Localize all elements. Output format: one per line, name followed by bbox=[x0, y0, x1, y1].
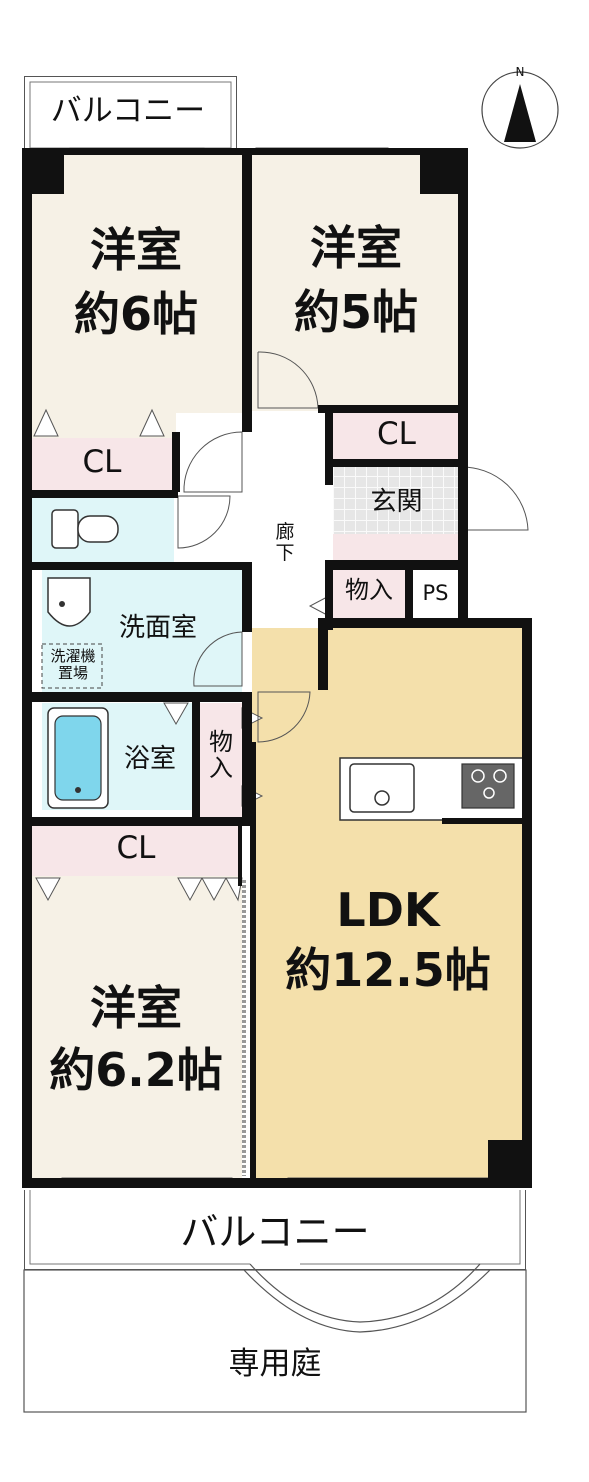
bathtub-icon bbox=[54, 715, 102, 801]
entrance-label: 玄関 bbox=[370, 487, 423, 517]
western-room-3-size: 約6.2帖 bbox=[49, 1043, 223, 1097]
wall-outer-right-lower bbox=[522, 618, 532, 1188]
toilet-icon bbox=[51, 509, 79, 549]
compass-icon bbox=[481, 71, 559, 149]
wall-outer-right-upper bbox=[458, 148, 468, 620]
storage-2-label: 物 入 bbox=[209, 728, 233, 782]
wall-kitchen-stub bbox=[442, 818, 524, 824]
compass-north-label: N bbox=[515, 65, 525, 79]
wall-room3-right bbox=[238, 826, 242, 886]
closet-1-label: CL bbox=[82, 444, 122, 480]
wall-column-tl bbox=[22, 148, 64, 194]
closet-1 bbox=[30, 438, 174, 490]
bathroom-label: 浴室 bbox=[123, 744, 176, 774]
wall-cl3-top bbox=[22, 817, 252, 826]
ps-label: PS bbox=[422, 581, 449, 605]
wall-outer-bottom bbox=[22, 1178, 532, 1188]
wall-column-tr bbox=[420, 148, 468, 194]
western-room-1 bbox=[30, 153, 242, 438]
wall-ldk-left bbox=[250, 742, 256, 1182]
garden-label: 専用庭 bbox=[228, 1346, 322, 1382]
wall-entrance-top bbox=[325, 459, 468, 467]
washbasin-icon bbox=[47, 577, 91, 627]
wall-room12-divider bbox=[242, 148, 252, 432]
western-room-2-name: 洋室 bbox=[310, 221, 402, 275]
closet-3 bbox=[30, 826, 242, 876]
ldk-size: 約12.5帖 bbox=[285, 943, 491, 997]
closet-3-label: CL bbox=[116, 830, 156, 866]
sink-icon bbox=[349, 763, 415, 813]
wall-ldk-top bbox=[405, 618, 532, 628]
corridor-label: 廊 下 bbox=[275, 521, 295, 564]
western-room-3 bbox=[30, 876, 242, 1178]
wall-outer-left bbox=[22, 148, 32, 1188]
washroom-label: 洗面室 bbox=[118, 613, 197, 643]
wall-entrance-bottom bbox=[325, 560, 468, 570]
storage-1-label: 物入 bbox=[345, 576, 393, 604]
storage-1-floor bbox=[333, 570, 405, 620]
western-room-3-name: 洋室 bbox=[90, 981, 182, 1035]
balcony-top-label: バルコニー bbox=[50, 93, 206, 129]
ldk-floor bbox=[252, 628, 524, 1178]
wall-storage2-right bbox=[242, 692, 252, 822]
western-room-1-name: 洋室 bbox=[90, 223, 182, 277]
washer-label: 洗濯機 置場 bbox=[50, 647, 96, 683]
wall-corridor-right-lower bbox=[318, 620, 328, 690]
closet-2-label: CL bbox=[377, 416, 416, 452]
wall-storage1-bottom bbox=[318, 618, 413, 628]
storage-2-floor bbox=[200, 703, 242, 817]
wall-washroom-bottom bbox=[32, 692, 252, 702]
balcony-bottom-label: バルコニー bbox=[180, 1210, 370, 1254]
wall-washroom-right bbox=[242, 562, 252, 632]
stove-icon bbox=[461, 763, 515, 809]
wall-corridor-right bbox=[325, 405, 333, 485]
balcony-top bbox=[24, 76, 237, 148]
wall-storage1-right bbox=[405, 560, 413, 628]
closet-2 bbox=[333, 413, 460, 459]
wall-cl1-right bbox=[172, 432, 180, 492]
entrance-step bbox=[333, 534, 460, 560]
western-room-2 bbox=[252, 153, 460, 411]
wall-cl1-bottom bbox=[22, 490, 178, 498]
wall-column-br bbox=[488, 1140, 532, 1188]
wall-bath-right bbox=[192, 700, 200, 820]
wall-toilet-bottom bbox=[22, 562, 250, 570]
western-room-1-size: 約6帖 bbox=[73, 287, 198, 341]
western-room-2-size: 約5帖 bbox=[293, 285, 418, 339]
ldk-name: LDK bbox=[336, 883, 440, 937]
wall-room2-bottom bbox=[318, 405, 468, 413]
wall-storage1-left bbox=[325, 560, 333, 630]
